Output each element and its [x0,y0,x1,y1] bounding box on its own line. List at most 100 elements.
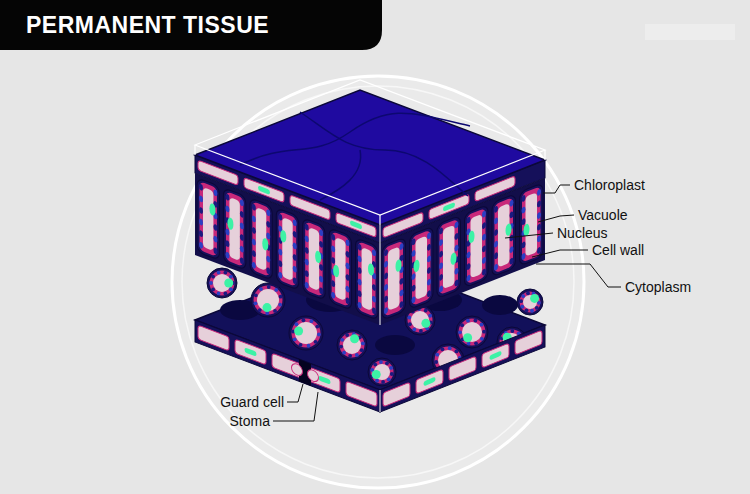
chloroplast [467,263,471,271]
surface-cell-boundary [300,112,468,196]
chloroplast [293,277,297,285]
cell-wall [207,268,237,298]
chloroplast [278,271,282,279]
leader-line [287,384,303,402]
chloroplast [278,213,282,221]
chloroplast [217,271,221,275]
title: PERMANENT TISSUE [26,12,269,39]
epidermis-cell [416,369,443,394]
guard-cell [308,368,319,383]
cytoplasm [305,221,322,297]
cytoplasm [495,197,514,273]
epidermis-nucleus [490,351,502,361]
chloroplast [305,235,309,243]
cell-wall [356,238,378,320]
chloroplast [482,210,486,218]
chloroplast [209,281,213,285]
chloroplast [240,222,244,230]
chloroplast [537,235,541,243]
cell-wall [465,204,489,287]
cell-wall [382,237,406,320]
chloroplast [482,256,486,264]
chloroplast [427,232,431,240]
faint-panel [645,24,735,40]
chloroplast [412,249,416,257]
cytoplasm [340,333,365,358]
chloroplast [373,363,377,367]
cytoplasm [210,271,235,296]
front-edge [380,390,381,412]
chloroplast [223,271,227,275]
epidermis-nucleus [424,377,436,387]
spongy-cell [368,358,396,386]
chloroplast [522,241,526,249]
nucleus [506,222,512,236]
cell-wall [368,358,396,386]
chloroplast [458,330,462,334]
cuticle-edge [379,215,380,225]
palisade-cell [465,204,489,287]
front-edge [380,225,381,325]
palisade-cell [303,218,325,300]
chloroplast [293,230,297,238]
chloroplast [455,279,459,287]
cell-wall [492,194,516,277]
chloroplast [537,200,541,208]
chloroplast [427,267,431,275]
chloroplast [358,243,362,251]
nucleus [368,262,374,276]
cytoplasm [358,241,375,317]
surface-cell-boundary [320,150,361,200]
chloroplast [494,263,498,271]
chloroplast [199,195,203,203]
cytoplasm [200,181,217,257]
cell-wall [337,330,367,360]
chloroplast [346,297,350,305]
cytoplasm [252,201,269,277]
part-label: Cytoplasm [625,279,691,295]
chloroplast [482,222,486,230]
vacuole [203,187,213,251]
chloroplast [384,295,388,303]
chloroplast [199,241,203,249]
cytoplasm [440,219,459,295]
left-face [195,320,380,412]
chloroplast [266,220,270,228]
cell-wall [456,316,488,348]
part-label: Cell wall [592,242,644,258]
chloroplast [358,278,362,286]
palisade-cell [223,188,245,270]
epidermis-cell [346,381,377,407]
vacuole [388,246,400,311]
part-label: Stoma [230,413,270,429]
chloroplast [520,305,524,309]
cuticle-outline [195,80,545,215]
chloroplast [361,342,365,346]
chloroplast [375,379,379,383]
chloroplast [439,227,443,235]
chloroplast [278,303,282,307]
stoma [292,357,319,389]
leader-line [538,215,574,222]
chloroplast [331,280,335,288]
chloroplast [494,252,498,260]
chloroplast [293,265,297,273]
air-space-shadow [482,295,518,315]
chloroplast [412,238,416,246]
chloroplast [199,183,203,191]
chloroplast [389,366,393,370]
chloroplast [199,218,203,226]
chloroplast [427,278,431,286]
chloroplast [537,188,541,196]
chloroplast [455,267,459,275]
chloroplast [482,330,486,334]
chloroplast [460,323,464,327]
epidermis-cell [272,353,303,379]
palisade-cell [197,178,219,260]
chloroplast [408,322,412,326]
chloroplast [427,255,431,263]
chloroplast [381,380,385,384]
chloroplast [254,301,258,305]
chloroplast [384,283,388,291]
chloroplast [494,217,498,225]
